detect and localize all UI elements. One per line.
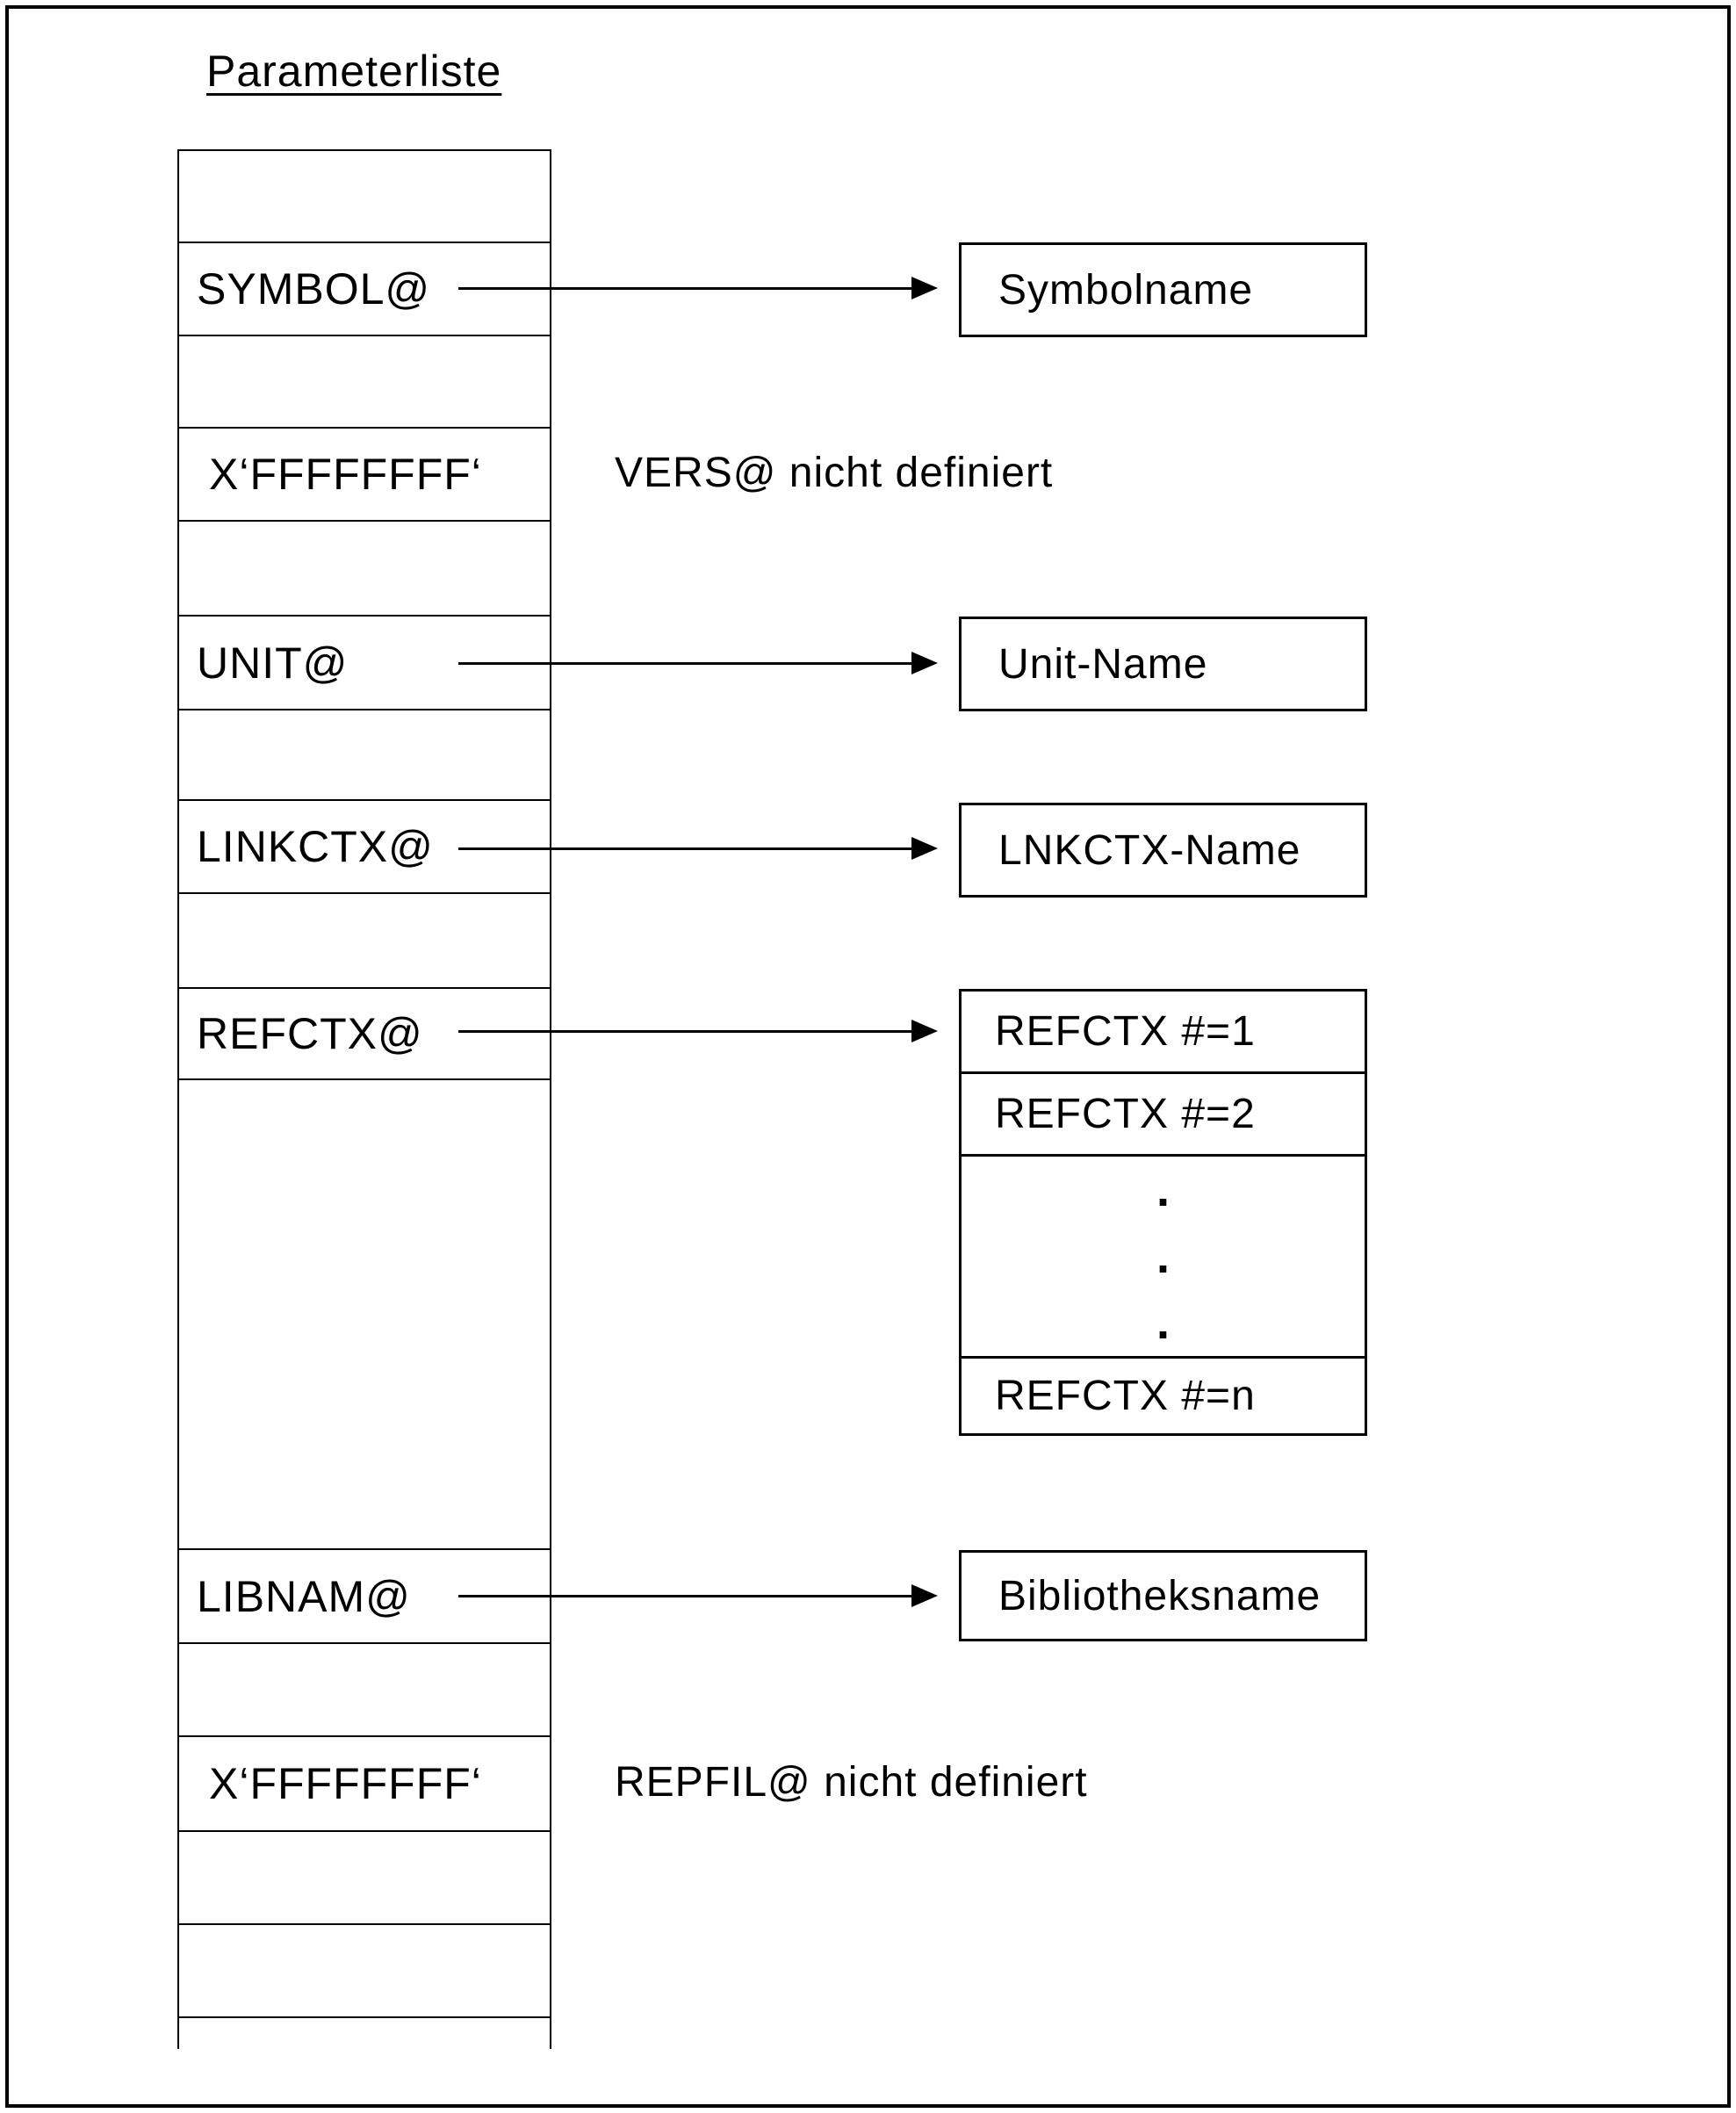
box-label: Symbolname [998, 266, 1254, 314]
table-row-continuation-stub [179, 2018, 550, 2049]
table-row-unit: UNIT@ [179, 617, 550, 710]
arrowhead-icon [911, 1584, 938, 1607]
ellipsis-dot-cell: . [962, 1223, 1365, 1290]
cell-label: UNIT@ [197, 638, 349, 688]
refctx-row-2: REFCTX #=2 [962, 1074, 1365, 1157]
diagram-title: Parameterliste [206, 47, 502, 96]
arrow-libnam-to-bibliotheksname [458, 1584, 938, 1607]
box-label: Bibliotheksname [998, 1572, 1322, 1619]
cell-label: SYMBOL@ [197, 264, 431, 314]
table-row-empty [179, 1925, 550, 2018]
box-label: Unit-Name [998, 640, 1208, 688]
ellipsis-dot: . [1156, 1296, 1170, 1350]
refctx-row-1: REFCTX #=1 [962, 992, 1365, 1074]
ellipsis-dot: . [1156, 1163, 1170, 1216]
note-repfil-undefined: REPFIL@ nicht definiert [615, 1759, 1088, 1806]
refctx-ellipsis-row: . . . [962, 1157, 1365, 1359]
cell-label: LINKCTX@ [197, 822, 434, 871]
table-row-repfil-hex: X‘FFFFFFFF‘ [179, 1737, 550, 1832]
arrowhead-icon [911, 652, 938, 674]
table-row-empty [179, 894, 550, 989]
table-row-refctx: REFCTX@ [179, 989, 550, 1080]
ellipsis-dot-cell: . [962, 1289, 1365, 1356]
table-row-empty [179, 151, 550, 243]
table-row-empty [179, 522, 550, 617]
table-row-vers-hex: X‘FFFFFFFF‘ [179, 429, 550, 522]
cell-label: LIBNAM@ [197, 1571, 411, 1621]
arrowhead-icon [911, 1020, 938, 1042]
arrowhead-icon [911, 837, 938, 860]
table-row-symbol: SYMBOL@ [179, 243, 550, 336]
cell-label: X‘FFFFFFFF‘ [209, 1759, 482, 1808]
box-unit-name: Unit-Name [959, 617, 1367, 711]
stack-row-label: REFCTX #=1 [995, 1008, 1256, 1055]
table-row-libnam: LIBNAM@ [179, 1550, 550, 1644]
refctx-stack: REFCTX #=1 REFCTX #=2 . . . REFCTX #=n [959, 989, 1367, 1436]
ellipsis-dot-cell: . [962, 1157, 1365, 1223]
table-row-linkctx: LINKCTX@ [179, 801, 550, 894]
arrow-symbol-to-symbolname [458, 277, 938, 299]
arrow-linkctx-to-lnkctxname [458, 837, 938, 860]
table-row-empty [179, 710, 550, 801]
arrowhead-icon [911, 277, 938, 299]
table-row-empty [179, 1832, 550, 1925]
page-border [5, 5, 1731, 2108]
refctx-row-n: REFCTX #=n [962, 1359, 1365, 1433]
box-bibliotheksname: Bibliotheksname [959, 1550, 1367, 1641]
cell-label: REFCTX@ [197, 1009, 423, 1058]
cell-label: X‘FFFFFFFF‘ [209, 450, 482, 499]
box-lnkctx-name: LNKCTX-Name [959, 803, 1367, 898]
arrow-unit-to-unitname [458, 652, 938, 674]
box-symbolname: Symbolname [959, 242, 1367, 337]
stack-row-label: REFCTX #=2 [995, 1091, 1256, 1137]
arrow-refctx-to-stack [458, 1020, 938, 1042]
table-row-empty [179, 1644, 550, 1737]
stack-row-label: REFCTX #=n [995, 1373, 1256, 1419]
table-row-empty [179, 336, 550, 429]
table-row-empty-tall [179, 1080, 550, 1550]
box-label: LNKCTX-Name [998, 826, 1301, 874]
note-vers-undefined: VERS@ nicht definiert [615, 450, 1054, 496]
parameter-list-table: SYMBOL@ X‘FFFFFFFF‘ UNIT@ LINKCTX@ REFCT… [177, 149, 551, 2049]
ellipsis-dot: . [1156, 1230, 1170, 1283]
